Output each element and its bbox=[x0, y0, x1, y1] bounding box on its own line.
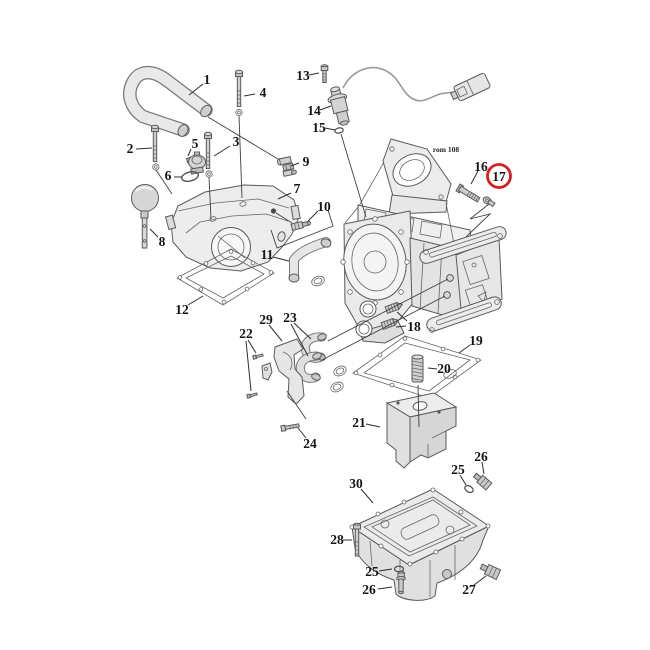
callout-25-lower: 25 bbox=[365, 564, 379, 579]
callout-26-upper: 26 bbox=[474, 449, 488, 464]
filter-box-21 bbox=[385, 392, 458, 469]
plug-26a bbox=[472, 472, 493, 491]
spring-20 bbox=[411, 354, 424, 383]
clutch-bolt-holes bbox=[340, 216, 410, 306]
cover-port-hole bbox=[270, 208, 277, 214]
bolt-2 bbox=[151, 124, 160, 171]
zigzag-leader-17 bbox=[465, 203, 492, 238]
o-ring-6 bbox=[180, 170, 200, 183]
bolt-13 bbox=[320, 64, 329, 83]
bolt-28 bbox=[353, 522, 361, 557]
bolt-3 bbox=[204, 131, 213, 178]
callout-29: 29 bbox=[259, 312, 273, 327]
callout-6: 6 bbox=[165, 168, 172, 183]
speed-sensor-14 bbox=[327, 66, 491, 126]
callout-26-lower: 26 bbox=[362, 582, 376, 597]
bolt-26b bbox=[396, 570, 406, 595]
bolt-4 bbox=[235, 69, 243, 117]
callout-16: 16 bbox=[474, 159, 488, 174]
callout-24: 24 bbox=[303, 436, 317, 451]
oil-pan-30 bbox=[349, 487, 491, 601]
clip-piece bbox=[261, 362, 273, 381]
callout-labels: 1 2 3 4 5 6 7 8 9 10 11 12 13 14 15 16 1… bbox=[127, 68, 506, 597]
callout-23: 23 bbox=[283, 310, 297, 325]
callout-9: 9 bbox=[303, 154, 310, 169]
callout-28: 28 bbox=[330, 532, 344, 547]
diagram-note: rom 108 bbox=[433, 145, 460, 154]
hose-clamps bbox=[330, 365, 347, 393]
callout-25-upper: 25 bbox=[451, 462, 465, 477]
callout-10: 10 bbox=[317, 199, 331, 214]
callout-17: 17 bbox=[492, 169, 506, 184]
gasket-12 bbox=[176, 248, 275, 306]
callout-7: 7 bbox=[294, 181, 301, 196]
drain-plug-27 bbox=[479, 563, 502, 581]
screws-22 bbox=[246, 353, 264, 399]
callout-21: 21 bbox=[352, 415, 366, 430]
top-cover-7 bbox=[164, 184, 301, 272]
breather-valve-5 bbox=[185, 151, 206, 175]
o-ring-25a bbox=[464, 484, 474, 494]
callout-15: 15 bbox=[312, 120, 326, 135]
hose-u-bend bbox=[123, 65, 213, 137]
leader-lines bbox=[135, 72, 487, 590]
transmission-case bbox=[340, 138, 507, 344]
callout-19: 19 bbox=[469, 333, 483, 348]
bolt-24 bbox=[280, 423, 300, 432]
assembly-axis-lines bbox=[155, 115, 492, 428]
sensor-connector bbox=[449, 72, 491, 102]
screw-17 bbox=[482, 196, 496, 208]
elbow-hoses-23 bbox=[295, 332, 347, 393]
callout-8: 8 bbox=[159, 234, 166, 249]
fitting-9 bbox=[276, 156, 297, 177]
sensor-cable bbox=[342, 66, 457, 102]
drain-boss bbox=[442, 569, 452, 579]
callout-18: 18 bbox=[407, 319, 421, 334]
callout-20: 20 bbox=[437, 361, 451, 376]
stud-16 bbox=[455, 183, 481, 203]
callout-14: 14 bbox=[307, 103, 321, 118]
callout-3: 3 bbox=[233, 134, 240, 149]
callout-1: 1 bbox=[204, 72, 211, 87]
bracket-29 bbox=[261, 338, 305, 405]
hose-11 bbox=[270, 209, 334, 287]
dipstick-8 bbox=[131, 184, 159, 249]
callout-30: 30 bbox=[349, 476, 363, 491]
callout-4: 4 bbox=[260, 85, 267, 100]
callout-13: 13 bbox=[296, 68, 310, 83]
o-ring-15 bbox=[334, 127, 344, 134]
callout-22: 22 bbox=[239, 326, 253, 341]
fitting-10 bbox=[277, 220, 311, 242]
callout-11: 11 bbox=[261, 247, 274, 262]
callout-27: 27 bbox=[462, 582, 476, 597]
callout-5: 5 bbox=[192, 136, 199, 151]
group-bracket-line bbox=[270, 209, 334, 249]
highlight-circle-17 bbox=[486, 163, 512, 189]
callout-12: 12 bbox=[175, 302, 189, 317]
callout-2: 2 bbox=[127, 141, 134, 156]
